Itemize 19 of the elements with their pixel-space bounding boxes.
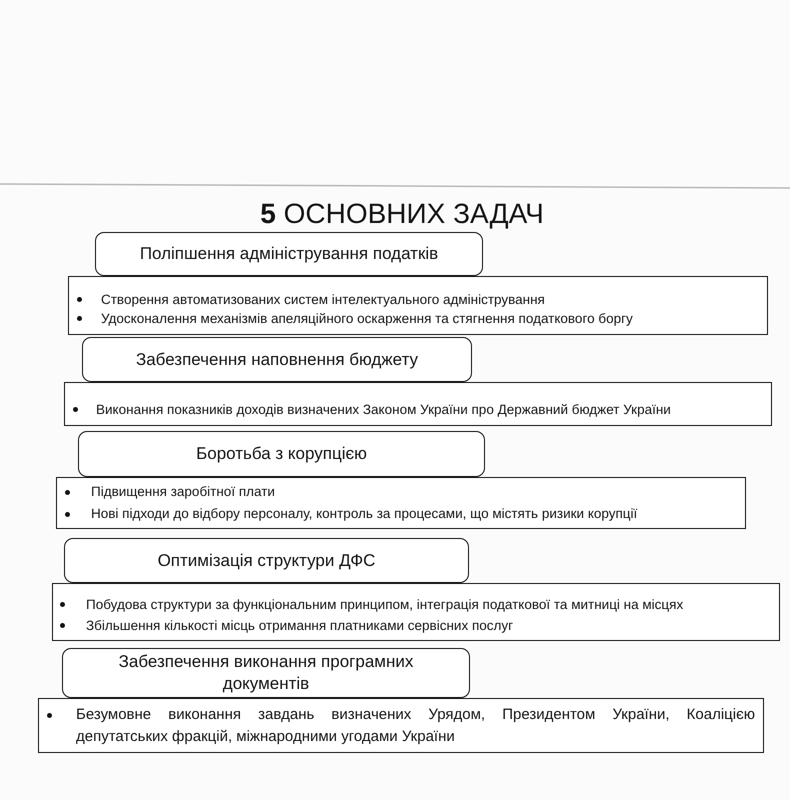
bullet-text: Створення автоматизованих систем інтелектуального адміністрування — [101, 291, 545, 309]
task-panel — [56, 477, 746, 529]
task-heading: Боротьба з корупцією — [78, 431, 485, 477]
bullet-text: Нові підходи до відбору персоналу, контроль за процесами, що містять ризики корупції — [91, 505, 638, 523]
task-panel — [64, 382, 772, 426]
task-panel — [52, 583, 780, 641]
diagram-title: 5 ОСНОВНИХ ЗАДАЧ — [260, 197, 544, 231]
task-panel — [68, 276, 768, 335]
task-heading: Оптимізація структури ДФС — [64, 538, 469, 583]
bullet-text: Удосконалення механізмів апеляційного оскарження та стягнення податкового боргу — [101, 310, 633, 328]
task-heading: Забезпечення виконання програмних документів — [62, 648, 470, 698]
task-heading: Забезпечення наповнення бюджету — [82, 337, 472, 382]
bullet-text: Збільшення кількості місць отримання платниками сервісних послуг — [86, 617, 514, 635]
bullet-text: Підвищення заробітної плати — [91, 483, 275, 501]
bullet-text: Виконання показників доходів визначених Законом України про Державний бюджет України — [96, 401, 671, 419]
task-heading: Поліпшення адміністрування податків — [95, 232, 483, 276]
bullet-text: Безумовне виконання завдань визначених Урядом, Президентом України, Коаліцією депутатських фракцій, міжнародними угодами України — [76, 705, 755, 747]
task-panel — [38, 698, 764, 753]
bullet-text: Побудова структури за функціональним принципом, інтеграція податкової та митниці на місцях — [86, 596, 684, 614]
